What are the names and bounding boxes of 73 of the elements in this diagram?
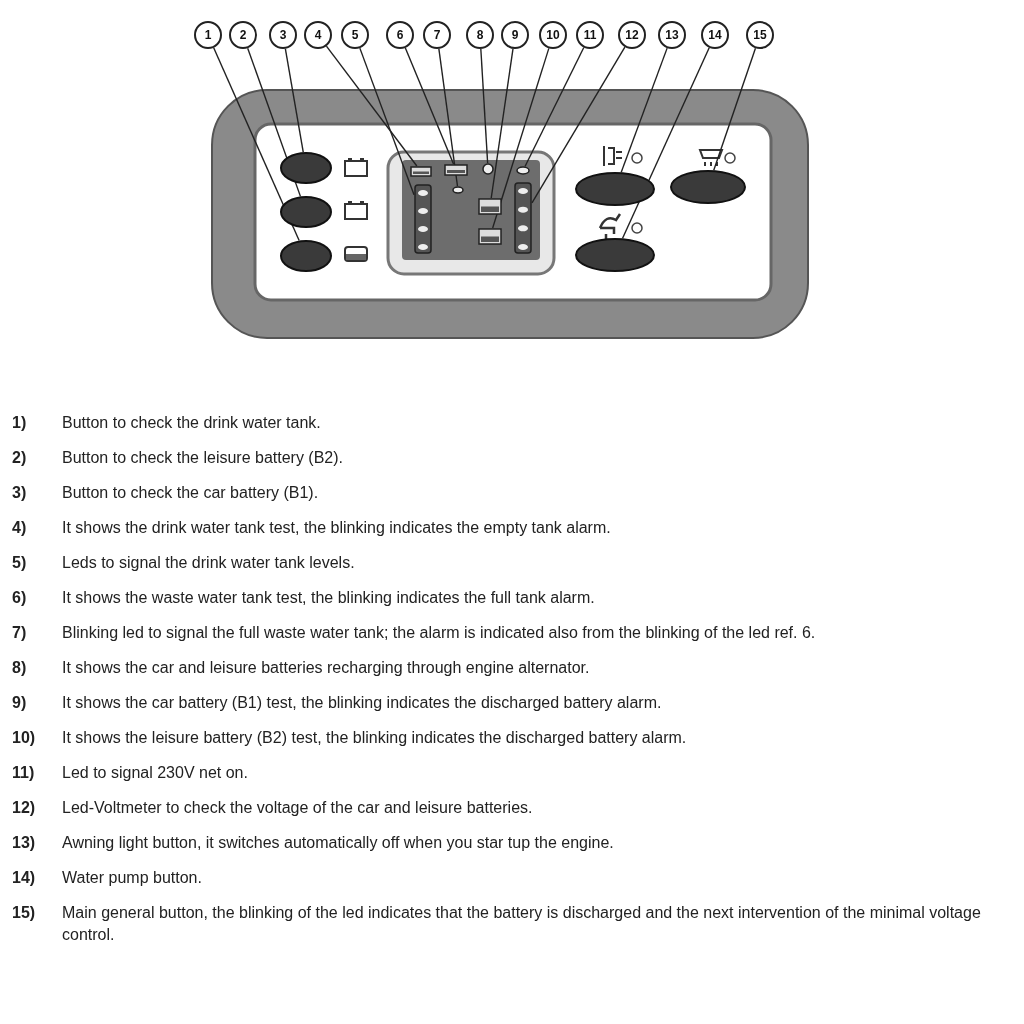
leader-line	[491, 47, 550, 229]
callout-number: 8	[466, 21, 494, 49]
callout-number: 10	[539, 21, 567, 49]
led	[452, 186, 464, 194]
leader-line	[284, 48, 304, 153]
item-number: 3)	[12, 483, 28, 503]
item-description: Main general button, the blinking of the led indicates that the battery is discharged and the next intervention of the minimal voltage control.	[62, 903, 982, 945]
callout-number: 6	[386, 21, 414, 49]
callout-number: 12	[618, 21, 646, 49]
item-description: Leds to signal the drink water tank levels.	[62, 553, 356, 573]
led	[516, 166, 530, 175]
leader-line	[438, 48, 459, 187]
push-button	[280, 196, 332, 228]
item-number: 5)	[12, 553, 28, 573]
item-number: 1)	[12, 413, 28, 433]
item-description: Awning light button, it switches automatically off when you star tup the engine.	[62, 833, 615, 853]
item-number: 15)	[12, 903, 37, 923]
led-column	[414, 184, 432, 254]
callout-number: 5	[341, 21, 369, 49]
item-number: 11)	[12, 763, 36, 783]
item-number: 2)	[12, 448, 28, 468]
item-number: 14)	[12, 868, 37, 888]
item-description: It shows the drink water tank test, the blinking indicates the empty tank alarm.	[62, 518, 612, 538]
item-number: 8)	[12, 658, 28, 678]
led	[482, 163, 494, 175]
item-description: Water pump button.	[62, 868, 203, 888]
callout-number: 1	[194, 21, 222, 49]
callout-number: 14	[701, 21, 729, 49]
leader-line	[359, 47, 415, 196]
leader-line	[620, 47, 668, 173]
item-number: 4)	[12, 518, 28, 538]
item-description: It shows the car and leisure batteries recharging through engine alternator.	[62, 658, 591, 678]
callout-number: 7	[423, 21, 451, 49]
item-number: 6)	[12, 588, 28, 608]
leader-line	[713, 47, 757, 171]
item-description: Led to signal 230V net on.	[62, 763, 249, 783]
battery-icon	[478, 198, 502, 215]
item-description: It shows the car battery (B1) test, the blinking indicates the discharged battery alarm.	[62, 693, 663, 713]
item-description: It shows the waste water tank test, the blinking indicates the full tank alarm.	[62, 588, 596, 608]
leader-line	[213, 47, 300, 242]
leader-line	[524, 46, 585, 167]
item-description: Button to check the drink water tank.	[62, 413, 322, 433]
led-column	[514, 182, 532, 254]
callout-number: 13	[658, 21, 686, 49]
leader-line	[490, 48, 514, 199]
leader-line	[325, 45, 418, 167]
callout-number: 4	[304, 21, 332, 49]
push-button	[575, 238, 655, 272]
leader-line	[404, 47, 455, 165]
item-number: 12)	[12, 798, 37, 818]
item-number: 7)	[12, 623, 28, 643]
callout-number: 9	[501, 21, 529, 49]
item-number: 10)	[12, 728, 37, 748]
callout-number: 3	[269, 21, 297, 49]
battery-icon	[478, 228, 502, 245]
push-button	[280, 152, 332, 184]
item-number: 9)	[12, 693, 28, 713]
tank-icon	[444, 164, 468, 176]
callout-number: 15	[746, 21, 774, 49]
item-description: Button to check the car battery (B1).	[62, 483, 320, 503]
leader-line	[480, 48, 489, 164]
leader-line	[621, 47, 710, 239]
callout-number: 2	[229, 21, 257, 49]
push-button	[670, 170, 746, 204]
item-description: Blinking led to signal the full waste water tank; the alarm is indicated also from the blinking of the led ref. 6.	[62, 623, 817, 643]
item-description: Led-Voltmeter to check the voltage of the car and leisure batteries.	[62, 798, 534, 818]
item-description: Button to check the leisure battery (B2).	[62, 448, 345, 468]
callout-number: 11	[576, 21, 604, 49]
tank-icon	[410, 166, 432, 177]
push-button	[575, 172, 655, 206]
item-description: It shows the leisure battery (B2) test, the blinking indicates the discharged battery alarm.	[62, 728, 688, 748]
push-button	[280, 240, 332, 272]
item-number: 13)	[12, 833, 37, 853]
